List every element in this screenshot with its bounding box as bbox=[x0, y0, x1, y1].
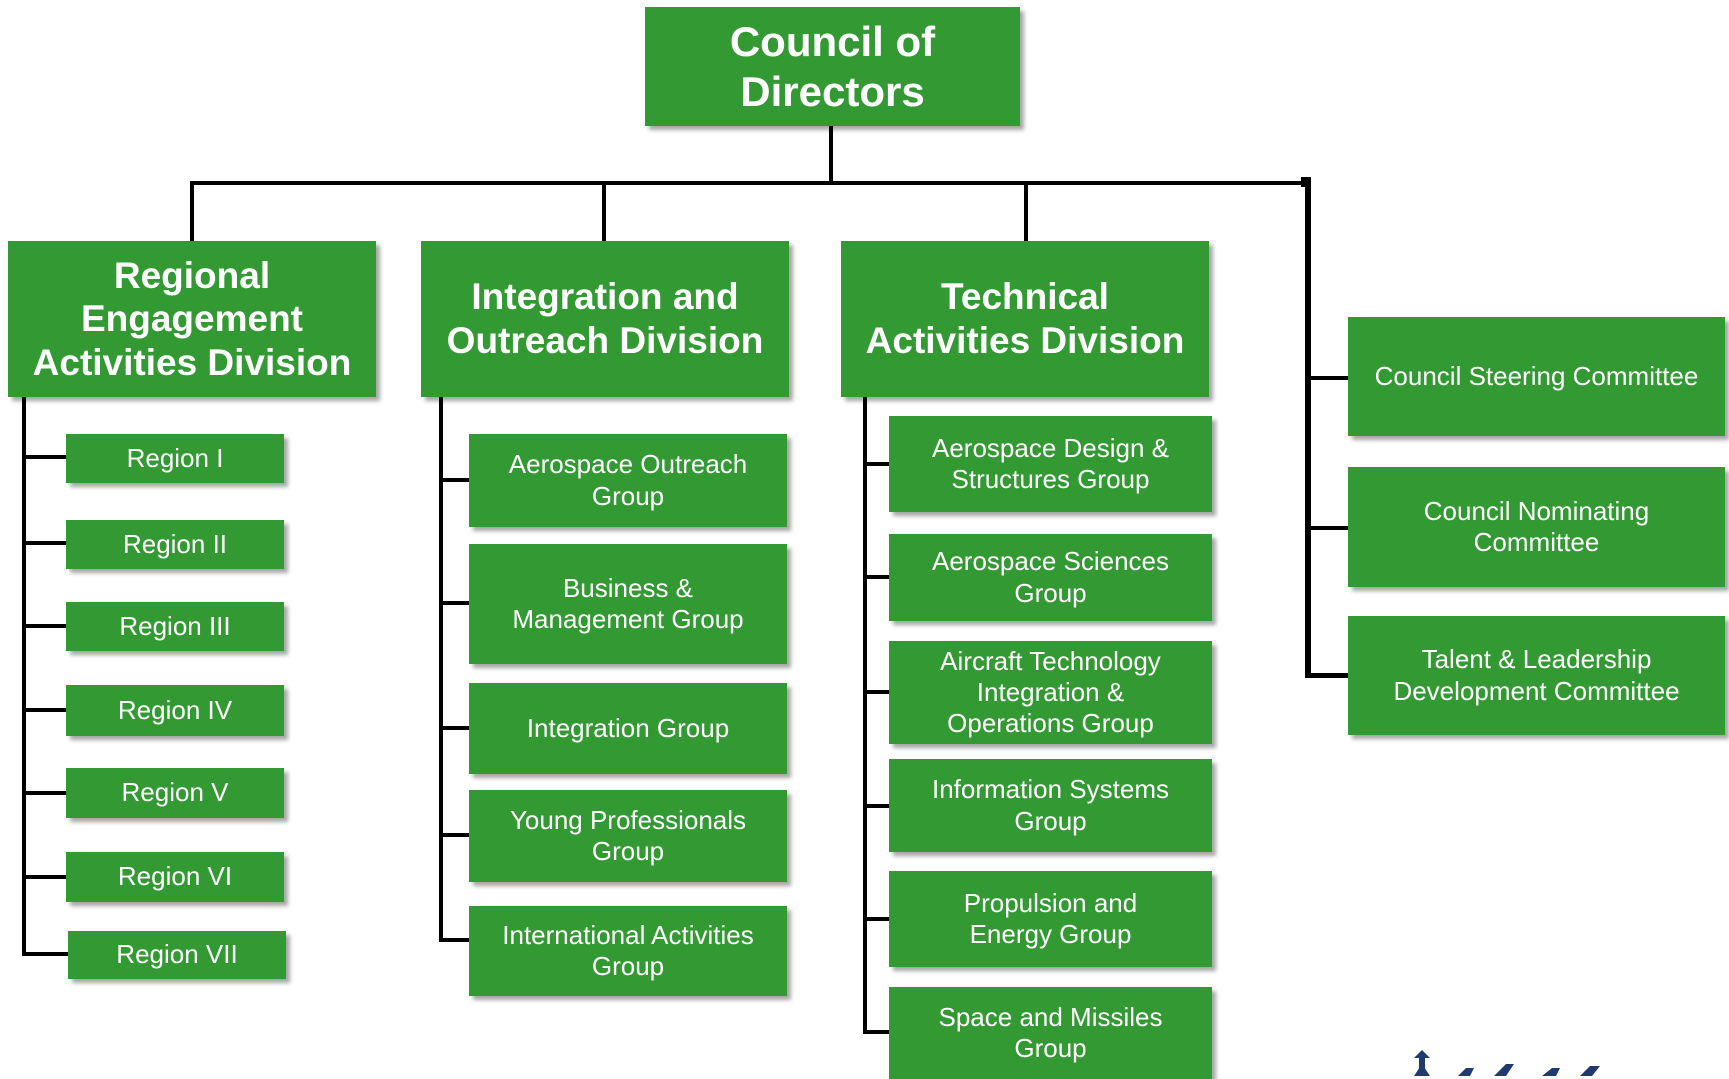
region-box: Region III bbox=[66, 602, 284, 651]
aiaa-logo-icon bbox=[1414, 1050, 1600, 1076]
connector-region-2 bbox=[22, 541, 66, 545]
connector-technical-2 bbox=[863, 575, 889, 579]
connector-technical-6 bbox=[863, 1030, 889, 1034]
group-box: Integration Group bbox=[469, 683, 787, 774]
connector-div3-up bbox=[1024, 181, 1028, 241]
region-box: Region VI bbox=[66, 852, 284, 902]
group-box: Aerospace Design & Structures Group bbox=[889, 416, 1212, 512]
connector-integration-4 bbox=[439, 833, 469, 837]
connector-committee-1 bbox=[1305, 376, 1348, 380]
connector-region-5 bbox=[22, 791, 66, 795]
connector-div2-up bbox=[602, 181, 606, 241]
committee-box: Council Steering Committee bbox=[1348, 317, 1725, 436]
connector-council-down bbox=[829, 126, 833, 184]
group-box: Young Professionals Group bbox=[469, 790, 787, 882]
region-box: Region V bbox=[66, 768, 284, 818]
connector-region-3 bbox=[22, 624, 66, 628]
group-box: Aerospace Sciences Group bbox=[889, 534, 1212, 621]
council-of-directors-box: Council of Directors bbox=[645, 7, 1020, 126]
committee-box: Talent & Leadership Development Committe… bbox=[1348, 616, 1725, 735]
connector-committee-3 bbox=[1305, 673, 1348, 678]
group-box: Propulsion and Energy Group bbox=[889, 871, 1212, 967]
connector-technical-3 bbox=[863, 690, 889, 694]
connector-integration-3 bbox=[439, 726, 469, 730]
connector-integration-vertical bbox=[439, 397, 443, 942]
connector-div1-up bbox=[190, 181, 194, 241]
connector-technical-4 bbox=[863, 804, 889, 808]
committee-box: Council Nominating Committee bbox=[1348, 467, 1725, 587]
connector-regional-vertical bbox=[22, 397, 26, 956]
connector-integration-2 bbox=[439, 601, 469, 605]
group-box: Space and Missiles Group bbox=[889, 987, 1212, 1079]
connector-main-horizontal bbox=[190, 181, 1310, 185]
connector-technical-vertical bbox=[863, 397, 867, 1034]
connector-region-4 bbox=[22, 708, 66, 712]
region-box: Region II bbox=[66, 520, 284, 569]
connector-committee-tick bbox=[1301, 177, 1311, 187]
connector-region-1 bbox=[22, 455, 66, 459]
division-technical-activities: Technical Activities Division bbox=[841, 241, 1209, 397]
region-box: Region I bbox=[66, 434, 284, 483]
connector-integration-1 bbox=[439, 478, 469, 482]
group-box: Aircraft Technology Integration & Operat… bbox=[889, 641, 1212, 744]
group-box: Aerospace Outreach Group bbox=[469, 434, 787, 527]
group-box: Information Systems Group bbox=[889, 759, 1212, 852]
connector-technical-5 bbox=[863, 917, 889, 921]
region-box: Region IV bbox=[66, 685, 284, 736]
division-regional-engagement: Regional Engagement Activities Division bbox=[8, 241, 376, 397]
connector-committee-vertical bbox=[1305, 178, 1311, 678]
division-integration-outreach: Integration and Outreach Division bbox=[421, 241, 789, 397]
connector-region-7 bbox=[22, 952, 68, 956]
connector-region-6 bbox=[22, 875, 66, 879]
connector-committee-2 bbox=[1305, 526, 1348, 530]
group-box: International Activities Group bbox=[469, 906, 787, 996]
connector-technical-1 bbox=[863, 462, 889, 466]
group-box: Business & Management Group bbox=[469, 544, 787, 664]
connector-integration-5 bbox=[439, 938, 469, 942]
region-box: Region VII bbox=[68, 931, 286, 979]
